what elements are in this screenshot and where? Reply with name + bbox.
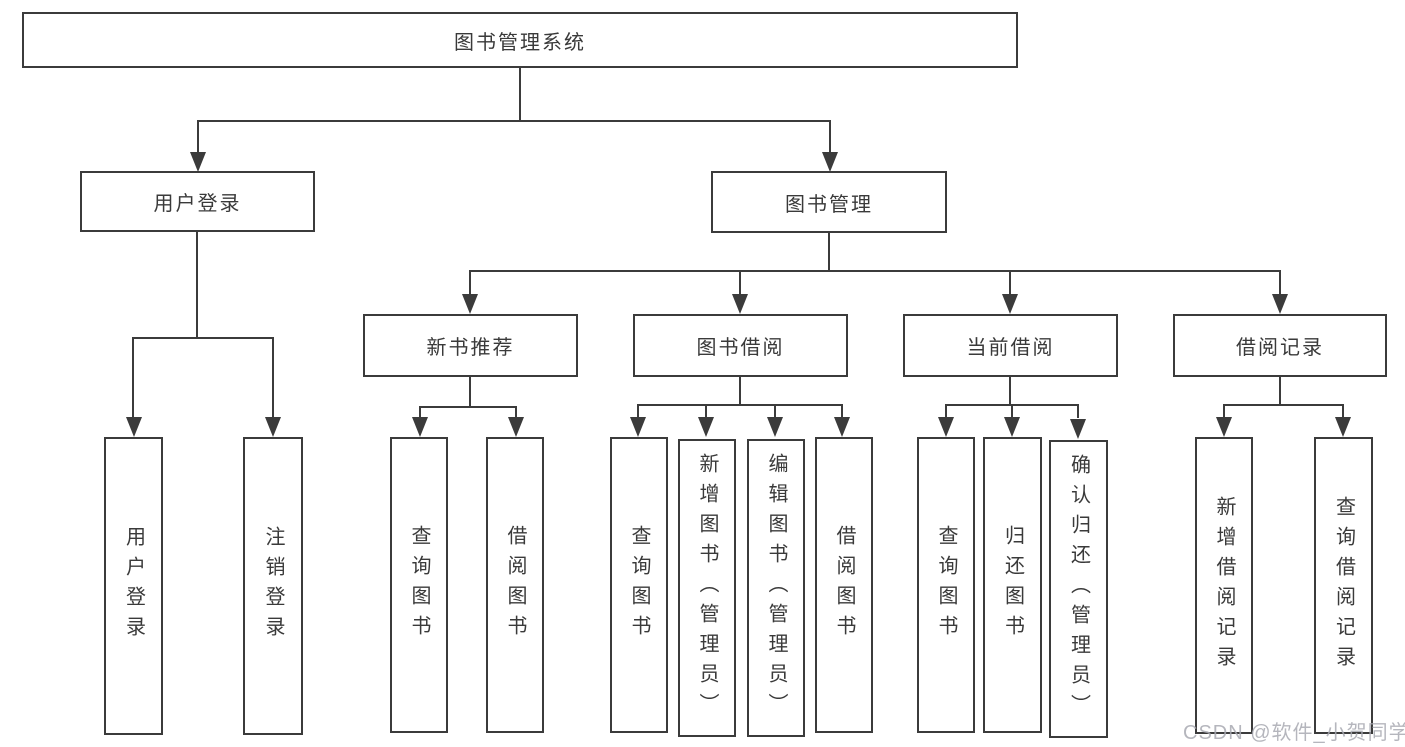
connector-line xyxy=(705,405,707,418)
node-user-login: 用户登录 xyxy=(80,171,315,232)
connector-line xyxy=(1342,405,1344,418)
connector-line xyxy=(637,404,843,406)
leaf-add-books-admin-label: 新增图书（管理员） xyxy=(696,453,718,723)
connector-line xyxy=(739,377,741,406)
connector-line xyxy=(841,405,843,418)
node-new-book-recommend: 新书推荐 xyxy=(363,314,578,377)
node-borrow-records-label: 借阅记录 xyxy=(1236,337,1324,359)
leaf-borrow-books-recommend-label: 借阅图书 xyxy=(504,525,526,645)
leaf-edit-books-admin-label: 编辑图书（管理员） xyxy=(765,453,787,723)
arrowhead-icon xyxy=(1272,294,1288,314)
connector-line xyxy=(419,407,421,418)
leaf-return-books: 归还图书 xyxy=(983,437,1042,733)
leaf-user-login: 用户登录 xyxy=(104,437,163,735)
arrowhead-icon xyxy=(462,294,478,314)
connector-line xyxy=(197,121,199,153)
leaf-query-books-current-label: 查询图书 xyxy=(935,525,957,645)
node-book-borrowing: 图书借阅 xyxy=(633,314,848,377)
leaf-query-books-recommend-label: 查询图书 xyxy=(408,525,430,645)
leaf-query-borrow-record: 查询借阅记录 xyxy=(1314,437,1373,734)
connector-line xyxy=(1009,271,1011,296)
leaf-add-books-admin: 新增图书（管理员） xyxy=(678,439,736,737)
connector-line xyxy=(469,270,1281,272)
leaf-query-books-borrowing: 查询图书 xyxy=(610,437,668,733)
arrowhead-icon xyxy=(1002,294,1018,314)
leaf-confirm-return-admin: 确认归还（管理员） xyxy=(1049,440,1108,738)
arrowhead-icon xyxy=(126,417,142,437)
connector-line xyxy=(1009,377,1011,406)
arrowhead-icon xyxy=(822,152,838,172)
connector-line xyxy=(1279,377,1281,406)
connector-line xyxy=(272,338,274,418)
node-borrow-records: 借阅记录 xyxy=(1173,314,1387,377)
connector-line xyxy=(739,271,741,296)
arrowhead-icon xyxy=(732,294,748,314)
arrowhead-icon xyxy=(1216,417,1232,437)
connector-line xyxy=(469,271,471,296)
node-book-management: 图书管理 xyxy=(711,171,947,233)
connector-line xyxy=(1077,405,1079,418)
connector-line xyxy=(469,377,471,408)
node-current-borrowing: 当前借阅 xyxy=(903,314,1118,377)
connector-line xyxy=(196,232,198,339)
leaf-edit-books-admin: 编辑图书（管理员） xyxy=(747,439,805,737)
arrowhead-icon xyxy=(265,417,281,437)
leaf-logout: 注销登录 xyxy=(243,437,303,735)
connector-line xyxy=(419,406,517,408)
connector-line xyxy=(637,405,639,418)
leaf-logout-label: 注销登录 xyxy=(262,526,284,646)
connector-line xyxy=(1223,405,1225,418)
leaf-return-books-label: 归还图书 xyxy=(1001,525,1024,645)
node-new-book-recommend-label: 新书推荐 xyxy=(426,337,515,359)
connector-line xyxy=(945,405,947,418)
leaf-query-books-recommend: 查询图书 xyxy=(390,437,448,733)
node-current-borrowing-label: 当前借阅 xyxy=(966,337,1055,359)
connector-line xyxy=(829,121,831,153)
connector-line xyxy=(515,407,517,418)
leaf-confirm-return-admin-label: 确认归还（管理员） xyxy=(1067,454,1090,724)
arrowhead-icon xyxy=(834,417,850,437)
arrowhead-icon xyxy=(190,152,206,172)
connector-line xyxy=(132,337,274,339)
connector-line xyxy=(774,405,776,418)
connector-line xyxy=(519,68,521,121)
connector-line xyxy=(197,120,831,122)
leaf-borrow-books-recommend: 借阅图书 xyxy=(486,437,544,733)
connector-line xyxy=(1279,271,1281,296)
arrowhead-icon xyxy=(412,417,428,437)
node-user-login-label: 用户登录 xyxy=(153,193,242,215)
connector-line xyxy=(1011,405,1013,418)
arrowhead-icon xyxy=(1004,417,1020,437)
arrowhead-icon xyxy=(767,417,783,437)
leaf-borrow-books: 借阅图书 xyxy=(815,437,873,733)
node-book-management-label: 图书管理 xyxy=(785,193,873,216)
leaf-add-borrow-record: 新增借阅记录 xyxy=(1195,437,1253,734)
connector-line xyxy=(828,233,830,272)
connector-line xyxy=(1223,404,1344,406)
arrowhead-icon xyxy=(938,417,954,437)
arrowhead-icon xyxy=(508,417,524,437)
connector-line xyxy=(132,338,134,418)
arrowhead-icon xyxy=(630,417,646,437)
leaf-add-borrow-record-label: 新增借阅记录 xyxy=(1213,495,1235,676)
watermark: CSDN @软件_小贺同学 xyxy=(1183,722,1405,744)
arrowhead-icon xyxy=(1335,417,1351,437)
leaf-borrow-books-label: 借阅图书 xyxy=(833,525,855,645)
leaf-query-borrow-record-label: 查询借阅记录 xyxy=(1332,495,1355,676)
leaf-query-books-borrowing-label: 查询图书 xyxy=(628,525,650,645)
arrowhead-icon xyxy=(698,417,714,437)
arrowhead-icon xyxy=(1070,419,1086,439)
node-book-borrowing-label: 图书借阅 xyxy=(696,337,785,359)
leaf-query-books-current: 查询图书 xyxy=(917,437,975,733)
leaf-user-login-label: 用户登录 xyxy=(122,526,145,646)
node-library-system-label: 图书管理系统 xyxy=(454,31,586,54)
node-library-system: 图书管理系统 xyxy=(22,12,1018,68)
